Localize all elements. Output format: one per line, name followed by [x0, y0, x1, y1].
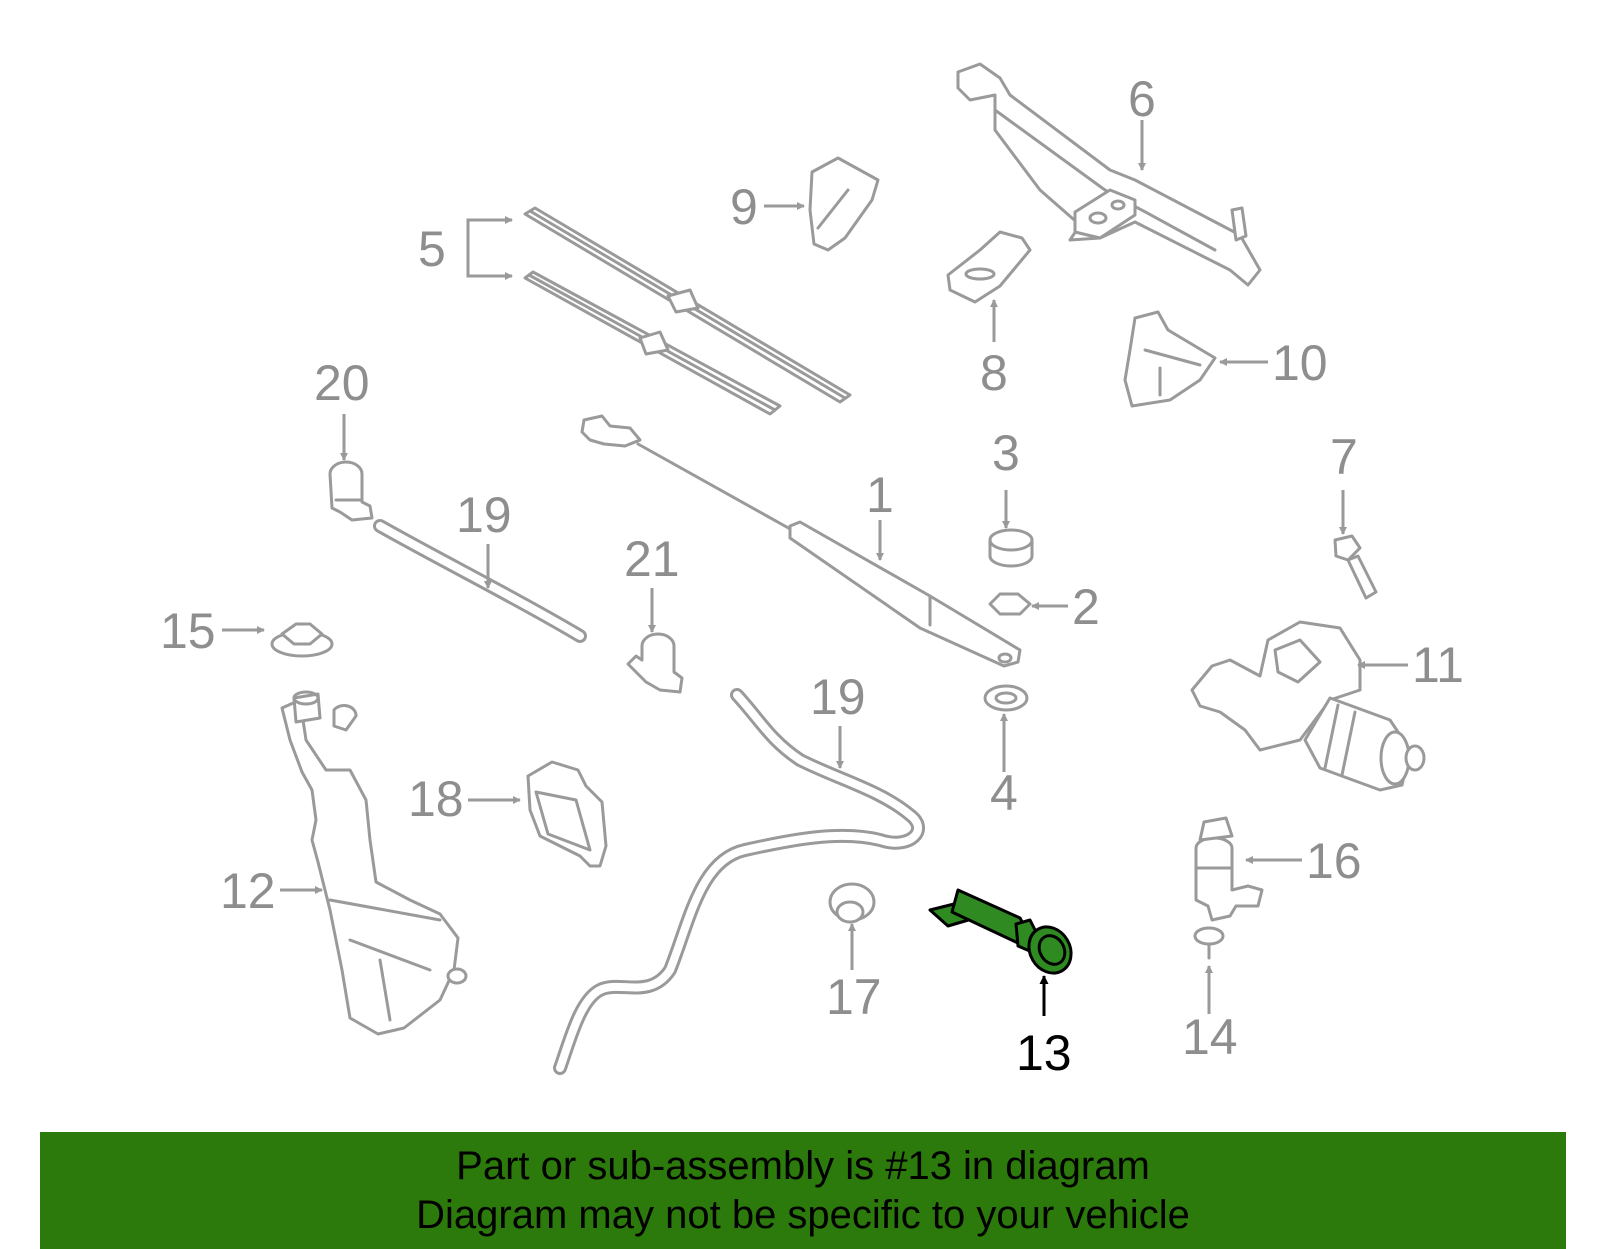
part-17-grommet: [828, 882, 876, 924]
banner-line-1: Part or sub-assembly is #13 in diagram: [456, 1143, 1150, 1188]
part-21-nozzle: [626, 632, 684, 694]
banner-line-2: Diagram may not be specific to your vehi…: [416, 1192, 1190, 1237]
callout-13: 13: [1016, 1025, 1072, 1081]
callout-18: 18: [408, 771, 464, 827]
callout-2: 2: [1072, 579, 1100, 635]
callout-20: 20: [314, 355, 370, 411]
part-15-cap: [270, 622, 334, 658]
part-3-cap: [988, 528, 1034, 568]
part-16-washer-pump: [1194, 816, 1264, 922]
callout-21: 21: [624, 531, 680, 587]
leader-5b: [466, 248, 513, 280]
callout-12: 12: [220, 863, 276, 919]
part-13-highlighted: [928, 888, 1073, 975]
part-11-wiper-motor: [1190, 620, 1426, 792]
callout-1: 1: [866, 467, 894, 523]
callout-8: 8: [980, 345, 1008, 401]
callout-14: 14: [1182, 1009, 1238, 1065]
callout-15: 15: [160, 603, 216, 659]
callout-16: 16: [1306, 833, 1362, 889]
leader-5a: [466, 216, 513, 248]
part-1-wiper-arm: [580, 414, 1022, 668]
part-7-bolt: [1333, 534, 1378, 600]
callout-numbers: 1 2 3 4 5 6 7 8 9 10 11 12 13 14 15 16 1…: [160, 71, 1464, 1081]
callout-6: 6: [1128, 71, 1156, 127]
part-6-wiper-linkage: [956, 62, 1262, 287]
part-5-wiper-blades: [523, 206, 852, 416]
part-14-fastener: [1193, 926, 1225, 960]
callout-7: 7: [1330, 429, 1358, 485]
callout-10: 10: [1272, 335, 1328, 391]
callout-17: 17: [826, 969, 882, 1025]
callout-5: 5: [418, 221, 446, 277]
part-9-clip: [808, 156, 880, 252]
callout-19-upper: 19: [456, 487, 512, 543]
callout-19-lower: 19: [810, 669, 866, 725]
part-20-nozzle: [328, 460, 374, 522]
part-12-washer-reservoir: [280, 690, 468, 1036]
part-10-bracket: [1123, 310, 1217, 408]
part-18-sensor: [526, 760, 608, 868]
part-2-nut: [988, 592, 1032, 616]
info-banner: Part or sub-assembly is #13 in diagram D…: [40, 1132, 1566, 1249]
part-19-hose-long: [553, 688, 925, 1075]
part-19-hose-short: [373, 519, 587, 643]
leader-lines: [222, 120, 1408, 1016]
callout-3: 3: [992, 425, 1020, 481]
part-8-bracket: [946, 230, 1032, 304]
callout-9: 9: [730, 179, 758, 235]
callout-11: 11: [1412, 637, 1464, 693]
part-4-washer: [983, 684, 1029, 712]
callout-4: 4: [990, 765, 1018, 821]
